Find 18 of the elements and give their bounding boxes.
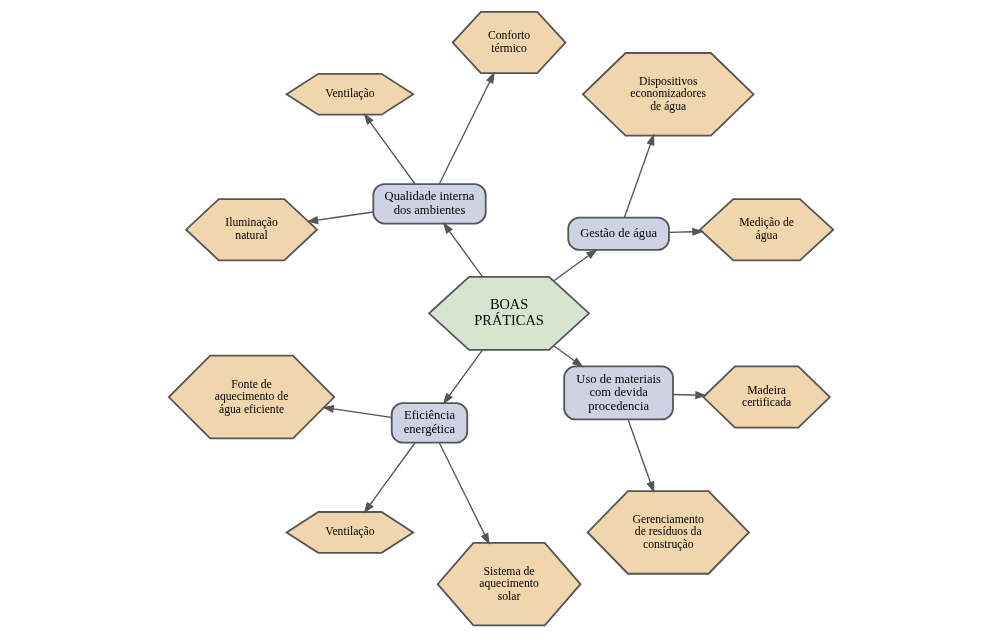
node-box: Uso de materiais com devida procedencia xyxy=(562,365,674,421)
arrow xyxy=(438,71,495,185)
arrow xyxy=(363,442,416,514)
arrow xyxy=(363,113,416,185)
node-box: Eficiência energética xyxy=(390,402,468,444)
arrow xyxy=(321,404,392,419)
node-box: Gestão de água xyxy=(566,216,670,251)
arrow xyxy=(442,222,483,278)
arrow xyxy=(552,345,584,368)
node-box: Qualidade interna dos ambientes xyxy=(371,183,487,225)
arrow xyxy=(672,390,707,400)
arrow xyxy=(667,227,704,236)
arrow xyxy=(552,248,598,282)
arrow xyxy=(438,442,490,545)
arrow xyxy=(623,133,654,219)
arrow xyxy=(305,211,374,225)
arrow xyxy=(442,349,483,405)
arrow xyxy=(626,418,654,494)
